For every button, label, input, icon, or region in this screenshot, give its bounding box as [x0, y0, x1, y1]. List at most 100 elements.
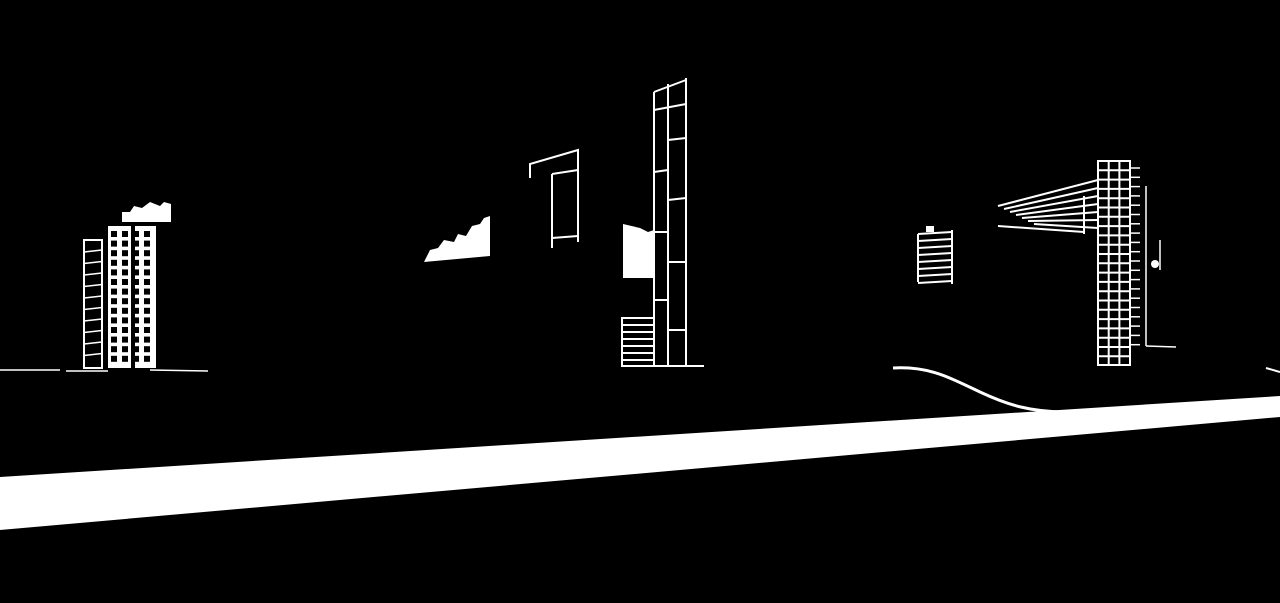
- left-window-cell: [111, 288, 117, 295]
- left-floor-line: [83, 295, 103, 299]
- left-window-cell: [122, 279, 128, 285]
- left-window-cell: [144, 240, 150, 247]
- tower-bar-1: [653, 103, 687, 111]
- tower-bar-4: [667, 197, 687, 201]
- left-window-cell: [122, 307, 128, 314]
- left-window-cell: [144, 307, 150, 314]
- small-building-floor: [917, 245, 953, 249]
- left-window-cell: [144, 336, 150, 343]
- left-window-cell: [111, 327, 117, 333]
- small-building-floors: [917, 230, 953, 284]
- tower-top-rail: [653, 79, 687, 93]
- frame-inner-top: [551, 169, 579, 175]
- left-floor-line: [83, 272, 103, 276]
- ground-line-right: [1265, 367, 1280, 373]
- left-window-cell: [111, 298, 117, 305]
- left-window-cell: [133, 307, 139, 314]
- left-window-cell: [133, 336, 139, 343]
- left-window-cell: [122, 298, 128, 305]
- left-window-cell: [133, 250, 139, 257]
- left-window-cell: [144, 327, 150, 333]
- left-floor-line: [83, 260, 103, 265]
- left-floor-line: [83, 318, 103, 322]
- left-slab-divider: [131, 226, 135, 368]
- left-window-cell: [111, 231, 117, 237]
- ground-lines-left: [0, 369, 209, 372]
- small-building-floor: [917, 273, 953, 277]
- tall-grid-tower: [653, 78, 704, 367]
- frame-top: [529, 148, 579, 242]
- left-window-cell: [133, 298, 139, 305]
- wall-plaque: [1151, 260, 1159, 268]
- left-window-cell: [133, 240, 139, 247]
- left-window-cell: [144, 317, 150, 324]
- left-window-cell: [133, 259, 139, 266]
- left-floor-line: [83, 352, 103, 357]
- left-floor-line: [83, 341, 103, 345]
- left-window-cell: [111, 240, 117, 247]
- sky-opening: [623, 224, 654, 278]
- left-window-cell: [133, 346, 139, 353]
- small-building-floor: [917, 280, 953, 284]
- horizontal-bar: [1027, 219, 1099, 222]
- left-window-cell: [122, 269, 128, 276]
- small-building-roof: [926, 226, 934, 232]
- left-window-cell: [111, 336, 117, 343]
- left-window-cell: [111, 317, 117, 324]
- left-window-cell: [144, 346, 150, 353]
- left-window-cell: [111, 269, 117, 276]
- left-window-cell: [133, 288, 139, 295]
- horizontal-bars: [997, 179, 1099, 234]
- building-left-floor-lines: [83, 249, 103, 357]
- left-window-cell: [111, 355, 117, 362]
- left-window-cell: [144, 279, 150, 285]
- left-window-cell: [122, 355, 128, 362]
- horizontal-bar: [997, 179, 1099, 207]
- left-window-cell: [111, 250, 117, 257]
- small-building-floor: [917, 266, 953, 270]
- tower-bar-3: [653, 169, 669, 173]
- left-floor-line: [83, 283, 103, 288]
- ladder-rails: [621, 317, 655, 367]
- small-building: [926, 226, 934, 232]
- building-left-side: [83, 239, 103, 369]
- left-window-cell: [122, 317, 128, 324]
- left-window-cell: [122, 327, 128, 333]
- left-window-cell: [111, 279, 117, 285]
- left-window-cell: [133, 279, 139, 285]
- horizontal-bar: [1003, 187, 1099, 210]
- left-window-cell: [111, 259, 117, 266]
- left-floor-line: [83, 329, 103, 334]
- road-stripe: [0, 396, 1280, 530]
- tower-bar-2: [667, 137, 687, 141]
- left-window-cell: [122, 259, 128, 266]
- left-window-cell: [133, 355, 139, 362]
- left-window-cell: [122, 346, 128, 353]
- left-window-cell: [144, 269, 150, 276]
- left-window-cell: [144, 288, 150, 295]
- left-window-cell: [133, 327, 139, 333]
- left-floor-line: [83, 249, 103, 253]
- bar-bottom: [997, 225, 1085, 233]
- left-window-cell: [144, 231, 150, 237]
- small-building-floor: [917, 231, 953, 235]
- horizontal-bar: [1033, 223, 1099, 229]
- curved-path: [892, 366, 1063, 414]
- left-window-cell: [133, 269, 139, 276]
- left-window-cell: [111, 346, 117, 353]
- left-window-cell: [111, 307, 117, 314]
- left-window-cell: [122, 336, 128, 343]
- window-frame-outline: [529, 148, 579, 248]
- left-window-cell: [122, 250, 128, 257]
- left-window-cell: [144, 250, 150, 257]
- left-window-cell: [122, 240, 128, 247]
- small-building-floor: [917, 259, 953, 263]
- ground-line-3: [149, 369, 209, 372]
- right-tower-details: [1145, 186, 1177, 348]
- building-left-cloud: [122, 202, 171, 222]
- left-window-cell: [122, 288, 128, 295]
- left-window-cell: [144, 355, 150, 362]
- small-building-floor: [917, 238, 953, 242]
- left-window-cell: [133, 231, 139, 237]
